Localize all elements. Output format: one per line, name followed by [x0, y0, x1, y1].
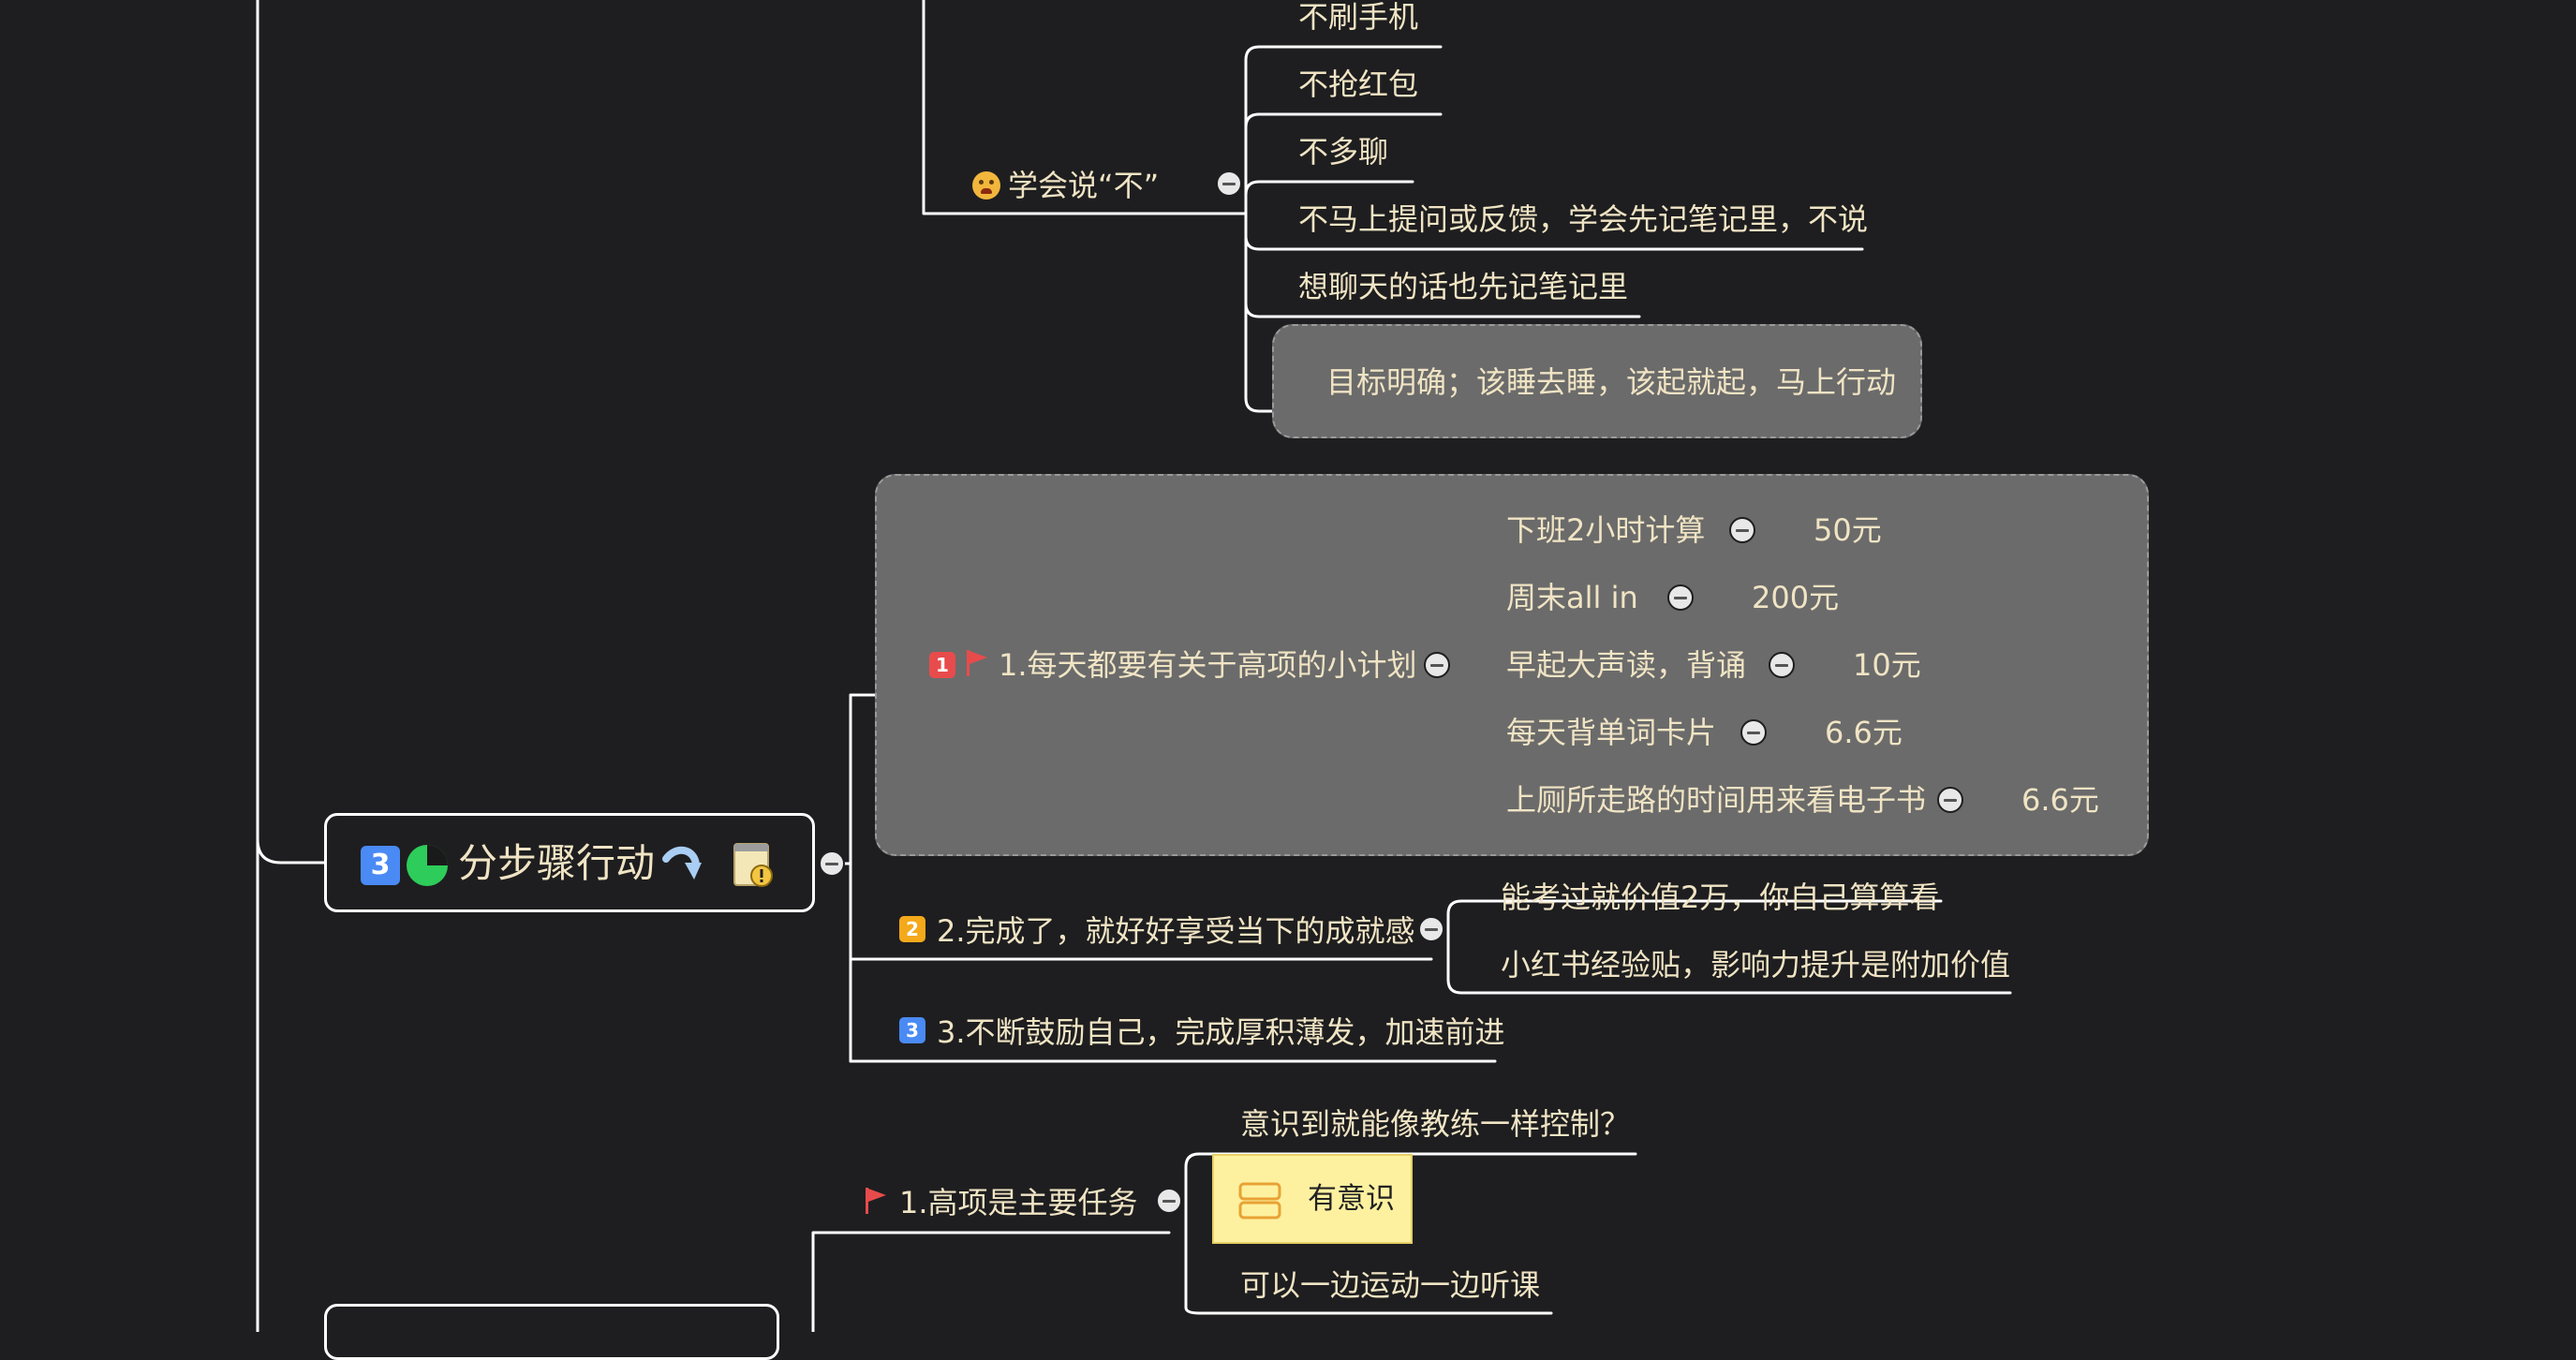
branch-learn-no[interactable]: 学会说“不” — [972, 167, 1159, 204]
learn-no-child-2[interactable]: 不抢红包 — [1298, 67, 1419, 102]
connector-line — [1244, 45, 1443, 215]
boundary-goal[interactable] — [1272, 324, 1922, 438]
plan-item-1-value[interactable]: 50元 — [1814, 512, 1882, 548]
priority-3-icon: 3 — [361, 846, 400, 885]
connector-line — [1446, 957, 2012, 995]
next-branch-child-2[interactable]: 可以一边运动一边听课 — [1240, 1267, 1541, 1303]
plan-item-3-value[interactable]: 10元 — [1853, 647, 1921, 683]
priority-2-icon: 2 — [899, 916, 925, 942]
plan-item-5-value[interactable]: 6.6元 — [2021, 782, 2099, 818]
red-flag-icon — [967, 650, 987, 676]
sticky-note-label: 有意识 — [1308, 1182, 1395, 1216]
learn-no-child-3[interactable]: 不多聊 — [1298, 134, 1389, 170]
curved-arrow-icon[interactable] — [660, 844, 705, 887]
priority-3-icon: 3 — [899, 1017, 925, 1043]
main-topic[interactable]: 3 分步骤行动 — [324, 813, 815, 912]
collapse-step1-button[interactable] — [1424, 652, 1450, 678]
sticky-note[interactable]: 有意识 — [1212, 1154, 1413, 1244]
plan-item-4-value[interactable]: 6.6元 — [1825, 715, 1902, 750]
plan-item-5-label[interactable]: 上厕所走路的时间用来看电子书 — [1506, 782, 1927, 818]
main-topic-title: 分步骤行动 — [458, 840, 656, 886]
priority-1-icon: 1 — [929, 652, 955, 678]
connector-line — [1244, 212, 1894, 413]
step2-label[interactable]: 2.完成了，就好好享受当下的成就感 — [937, 913, 1415, 949]
next-main-topic[interactable] — [324, 1304, 779, 1360]
learn-no-child-4[interactable]: 不马上提问或反馈，学会先记笔记里，不说 — [1298, 201, 1869, 237]
angry-face-icon — [972, 171, 1000, 200]
plan-item-1-label[interactable]: 下班2小时计算 — [1506, 512, 1706, 548]
step3-label[interactable]: 3.不断鼓励自己，完成厚积薄发，加速前进 — [937, 1014, 1505, 1050]
plan-item-2-value[interactable]: 200元 — [1752, 580, 1840, 615]
step2-child-1[interactable]: 能考过就价值2万，你自己算算看 — [1501, 880, 1940, 915]
collapse-plan-item-3-button[interactable] — [1769, 652, 1795, 678]
next-branch-label[interactable]: 1.高项是主要任务 — [899, 1185, 1138, 1220]
connector-line — [922, 0, 1248, 215]
connector-line — [1446, 899, 1943, 961]
learn-no-child-5[interactable]: 想聊天的话也先记笔记里 — [1298, 269, 1629, 304]
learn-no-child-6[interactable]: 目标明确；该睡去睡，该起就起，马上行动 — [1326, 364, 1897, 400]
progress-pie-icon — [407, 845, 448, 886]
connector-line — [811, 1231, 1171, 1332]
connector-line — [1184, 1199, 1553, 1315]
collapse-plan-item-5-button[interactable] — [1937, 787, 1963, 813]
note-warning-icon[interactable] — [732, 842, 775, 889]
step2-child-2[interactable]: 小红书经验贴，影响力提升是附加价值 — [1501, 947, 2011, 983]
collapse-plan-item-1-button[interactable] — [1729, 517, 1755, 543]
connector-line — [1244, 112, 1443, 215]
step1-label[interactable]: 1.每天都要有关于高项的小计划 — [999, 647, 1417, 683]
collapse-plan-item-4-button[interactable] — [1740, 719, 1767, 746]
collapse-next-branch-button[interactable] — [1156, 1188, 1182, 1214]
plan-item-2-label[interactable]: 周末all in — [1506, 580, 1638, 615]
next-branch-child-1[interactable]: 意识到就能像教练一样控制？ — [1240, 1106, 1631, 1142]
red-flag-icon — [866, 1188, 886, 1214]
collapse-step2-button[interactable] — [1418, 916, 1444, 942]
collapse-learn-no-button[interactable] — [1216, 170, 1242, 197]
plan-item-4-label[interactable]: 每天背单词卡片 — [1506, 715, 1717, 750]
boundary-daily-plan[interactable] — [875, 474, 2149, 856]
connector-line — [1244, 180, 1414, 215]
plan-item-3-label[interactable]: 早起大声读，背诵 — [1506, 647, 1747, 683]
layout-icon — [1238, 1182, 1281, 1220]
branch-learn-no-label: 学会说“不” — [1008, 168, 1160, 203]
connector-line — [256, 837, 326, 865]
collapse-main-topic-button[interactable] — [819, 850, 845, 877]
collapse-plan-item-2-button[interactable] — [1667, 584, 1694, 611]
learn-no-child-1[interactable]: 不刷手机 — [1298, 0, 1419, 35]
connector-line — [1184, 1152, 1637, 1203]
